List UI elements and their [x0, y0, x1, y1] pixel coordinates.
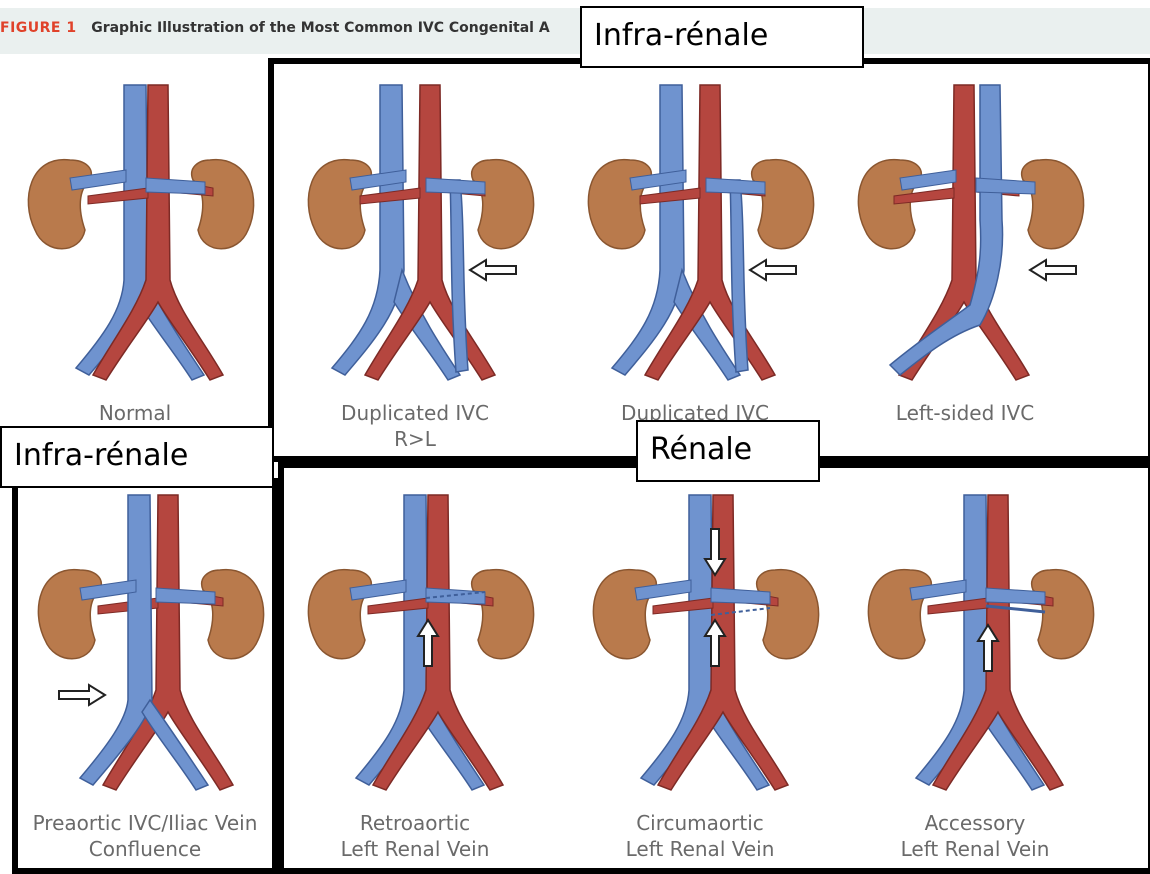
annotation-renale: Rénale — [636, 420, 820, 482]
caption-line1: Normal — [0, 400, 270, 426]
panel-preaortic-ivc: Preaortic IVC/Iliac Vein Confluence — [10, 480, 280, 810]
panel-duplicated-ivc-r-l: Duplicated IVC R>L — [280, 70, 550, 400]
duplicated-ivc-icon — [450, 180, 468, 372]
indicator-arrow-icon — [750, 260, 796, 280]
caption-line2: Left Renal Vein — [280, 836, 550, 862]
aorta-icon — [899, 85, 1029, 380]
right-kidney-icon — [308, 570, 371, 659]
left-kidney-icon — [1032, 570, 1094, 659]
indicator-arrow-icon — [1030, 260, 1076, 280]
left-kidney-icon — [192, 160, 254, 249]
caption-preaortic: Preaortic IVC/Iliac Vein Confluence — [10, 810, 280, 862]
annotation-infra-renale-left: Infra-rénale — [0, 426, 274, 488]
panel-circumaortic: Circumaortic Left Renal Vein — [565, 480, 835, 810]
panel-normal: Normal — [0, 70, 270, 400]
right-kidney-icon — [593, 570, 656, 659]
duplicated-ivc-icon — [730, 180, 748, 372]
caption-line2: Left Renal Vein — [840, 836, 1110, 862]
left-kidney-icon — [1022, 160, 1084, 249]
panel-retroaortic: Retroaortic Left Renal Vein — [280, 480, 550, 810]
figure-number: FIGURE 1 — [0, 20, 77, 36]
panel-duplicated-ivc-l-r: Duplicated IVC — [560, 70, 830, 400]
caption-line1: Circumaortic — [565, 810, 835, 836]
annotation-infra-renale-top: Infra-rénale — [580, 6, 864, 68]
caption-line1: Left-sided IVC — [830, 400, 1100, 426]
figure-caption: Graphic Illustration of the Most Common … — [91, 20, 549, 36]
caption-duplicated-rl: Duplicated IVC R>L — [280, 400, 550, 452]
caption-circumaortic: Circumaortic Left Renal Vein — [565, 810, 835, 862]
right-kidney-icon — [38, 570, 101, 659]
left-kidney-icon — [472, 160, 534, 249]
figure-title: FIGURE 1 Graphic Illustration of the Mos… — [0, 20, 550, 36]
right-kidney-icon — [868, 570, 931, 659]
caption-line1: Retroaortic — [280, 810, 550, 836]
indicator-arrow-icon — [470, 260, 516, 280]
panel-accessory: Accessory Left Renal Vein — [840, 480, 1110, 810]
left-kidney-icon — [752, 160, 814, 249]
indicator-arrow-icon — [59, 685, 105, 705]
caption-line1: Duplicated IVC — [280, 400, 550, 426]
caption-left-sided: Left-sided IVC — [830, 400, 1100, 426]
left-kidney-icon — [757, 570, 819, 659]
left-kidney-icon — [202, 570, 264, 659]
right-kidney-icon — [28, 160, 91, 249]
right-kidney-icon — [858, 160, 921, 249]
left-kidney-icon — [472, 570, 534, 659]
caption-normal: Normal — [0, 400, 270, 426]
caption-retroaortic: Retroaortic Left Renal Vein — [280, 810, 550, 862]
caption-line2: Left Renal Vein — [565, 836, 835, 862]
caption-accessory: Accessory Left Renal Vein — [840, 810, 1110, 862]
panel-left-sided-ivc: Left-sided IVC — [830, 70, 1100, 400]
caption-line2: R>L — [280, 426, 550, 452]
caption-line2: Confluence — [10, 836, 280, 862]
caption-line1: Preaortic IVC/Iliac Vein — [10, 810, 280, 836]
caption-line1: Accessory — [840, 810, 1110, 836]
